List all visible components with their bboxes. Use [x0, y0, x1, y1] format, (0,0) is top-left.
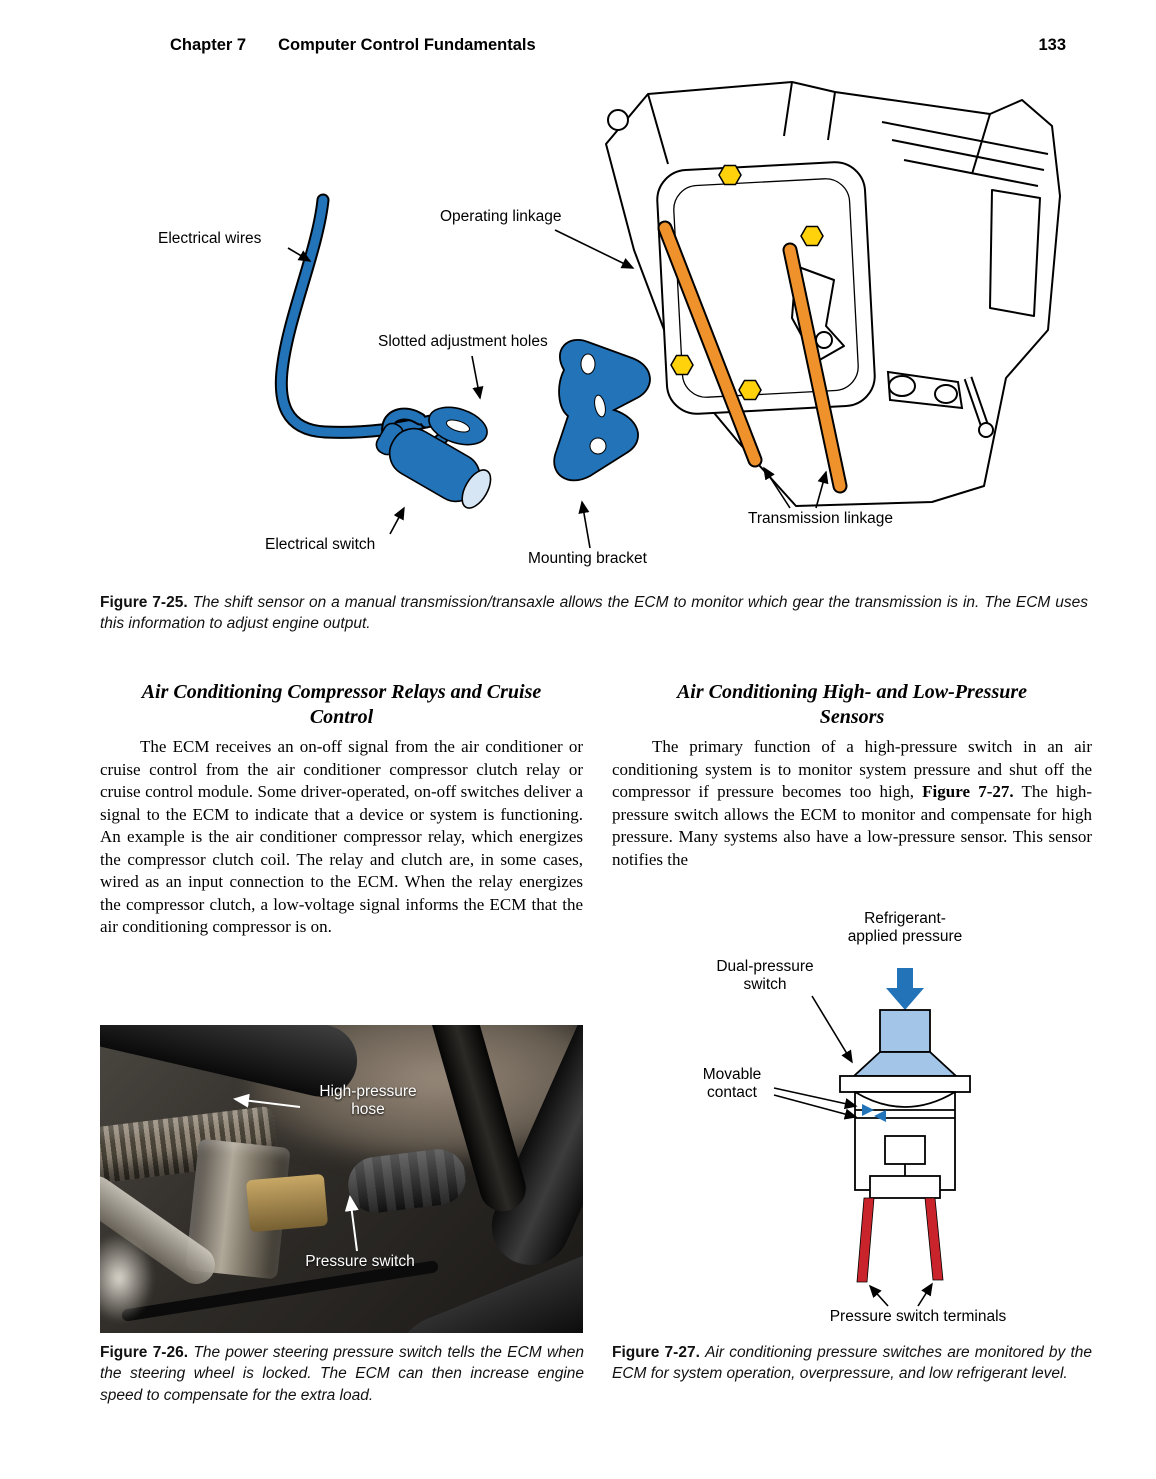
label-dual-pressure-switch: Dual-pressure switch [716, 958, 814, 994]
figure-reference: Figure 7-27. [922, 782, 1014, 802]
body-segment-2: The high-pressure switch allows the ECM … [612, 782, 1092, 869]
mounting-bracket-drawing [553, 339, 651, 482]
shift-lever-bracket-drawing [886, 370, 994, 438]
switch-body [839, 1009, 971, 1199]
label-high-pressure-hose: High-pressure hose [319, 1083, 417, 1119]
body-ac-compressor-relays: The ECM receives an on-off signal from t… [100, 737, 583, 937]
chapter-title: Computer Control Fundamentals [278, 36, 536, 54]
photo-highlight [100, 1233, 154, 1323]
movable-contacts [862, 1104, 886, 1122]
dual-pressure-switch-drawing [773, 968, 971, 1307]
caption-27-text: Air conditioning pressure switches are m… [612, 1344, 1092, 1383]
switch-terminals [856, 1197, 944, 1283]
pressure-arrow-icon [886, 968, 924, 1010]
label-pressure-switch: Pressure switch [305, 1253, 415, 1270]
figure-7-27-caption: Figure 7-27. Air conditioning pressure s… [612, 1342, 1092, 1385]
label-slotted-adjustment-holes: Slotted adjustment holes [378, 333, 548, 350]
caption-26-text: The power steering pressure switch tells… [100, 1344, 585, 1404]
label-mounting-bracket: Mounting bracket [528, 550, 647, 567]
running-head: Chapter 7 Computer Control Fundamentals [170, 36, 536, 55]
body-ac-pressure-sensors: The primary function of a high-pressure … [612, 736, 1092, 871]
figure-7-25-illustration: Electrical wires Operating linkage Slott… [90, 78, 1080, 590]
transmission-linkage-rods [657, 220, 848, 494]
caption-27-label: Figure 7-27. [612, 1344, 700, 1361]
figure-7-26-caption: Figure 7-26. The power steering pressure… [100, 1342, 584, 1406]
bolt-icons [670, 164, 824, 401]
caption-25-text: The shift sensor on a manual transmissio… [100, 594, 1088, 633]
electrical-switch-drawing [375, 406, 492, 509]
body-segment-1: The primary function of a high-pressure … [612, 737, 1092, 802]
label-operating-linkage: Operating linkage [440, 208, 562, 225]
chapter-label: Chapter 7 [170, 36, 247, 54]
shift-sensor-drawing [274, 81, 1061, 549]
caption-25-label: Figure 7-25. [100, 594, 188, 611]
figure-7-26-photo: High-pressure hose Pressure switch [100, 1025, 583, 1333]
heading-ac-compressor-relays: Air Conditioning Compressor Relays and C… [141, 681, 542, 728]
figure-7-27-diagram: Refrigerant- applied pressure Dual-press… [612, 898, 1092, 1336]
page-header: Chapter 7 Computer Control Fundamentals 1… [170, 36, 1066, 55]
label-refrigerant-applied-pressure: Refrigerant- applied pressure [847, 910, 963, 946]
heading-ac-pressure-sensors: Air Conditioning High- and Low-Pressure … [676, 681, 1028, 728]
label-movable-contact: Movable contact [702, 1066, 762, 1102]
electrical-wires-drawing [274, 193, 452, 455]
label-transmission-linkage: Transmission linkage [748, 510, 894, 527]
page-number: 133 [1038, 36, 1066, 54]
label-electrical-switch: Electrical switch [265, 536, 376, 553]
label-electrical-wires: Electrical wires [158, 230, 262, 247]
figure-7-25-caption: Figure 7-25. The shift sensor on a manua… [100, 592, 1088, 635]
label-pressure-switch-terminals: Pressure switch terminals [829, 1308, 1007, 1325]
callout-arrows [773, 995, 933, 1307]
caption-26-label: Figure 7-26. [100, 1344, 189, 1361]
photo-callout-arrows [233, 1093, 359, 1252]
callout-arrows [287, 229, 829, 549]
